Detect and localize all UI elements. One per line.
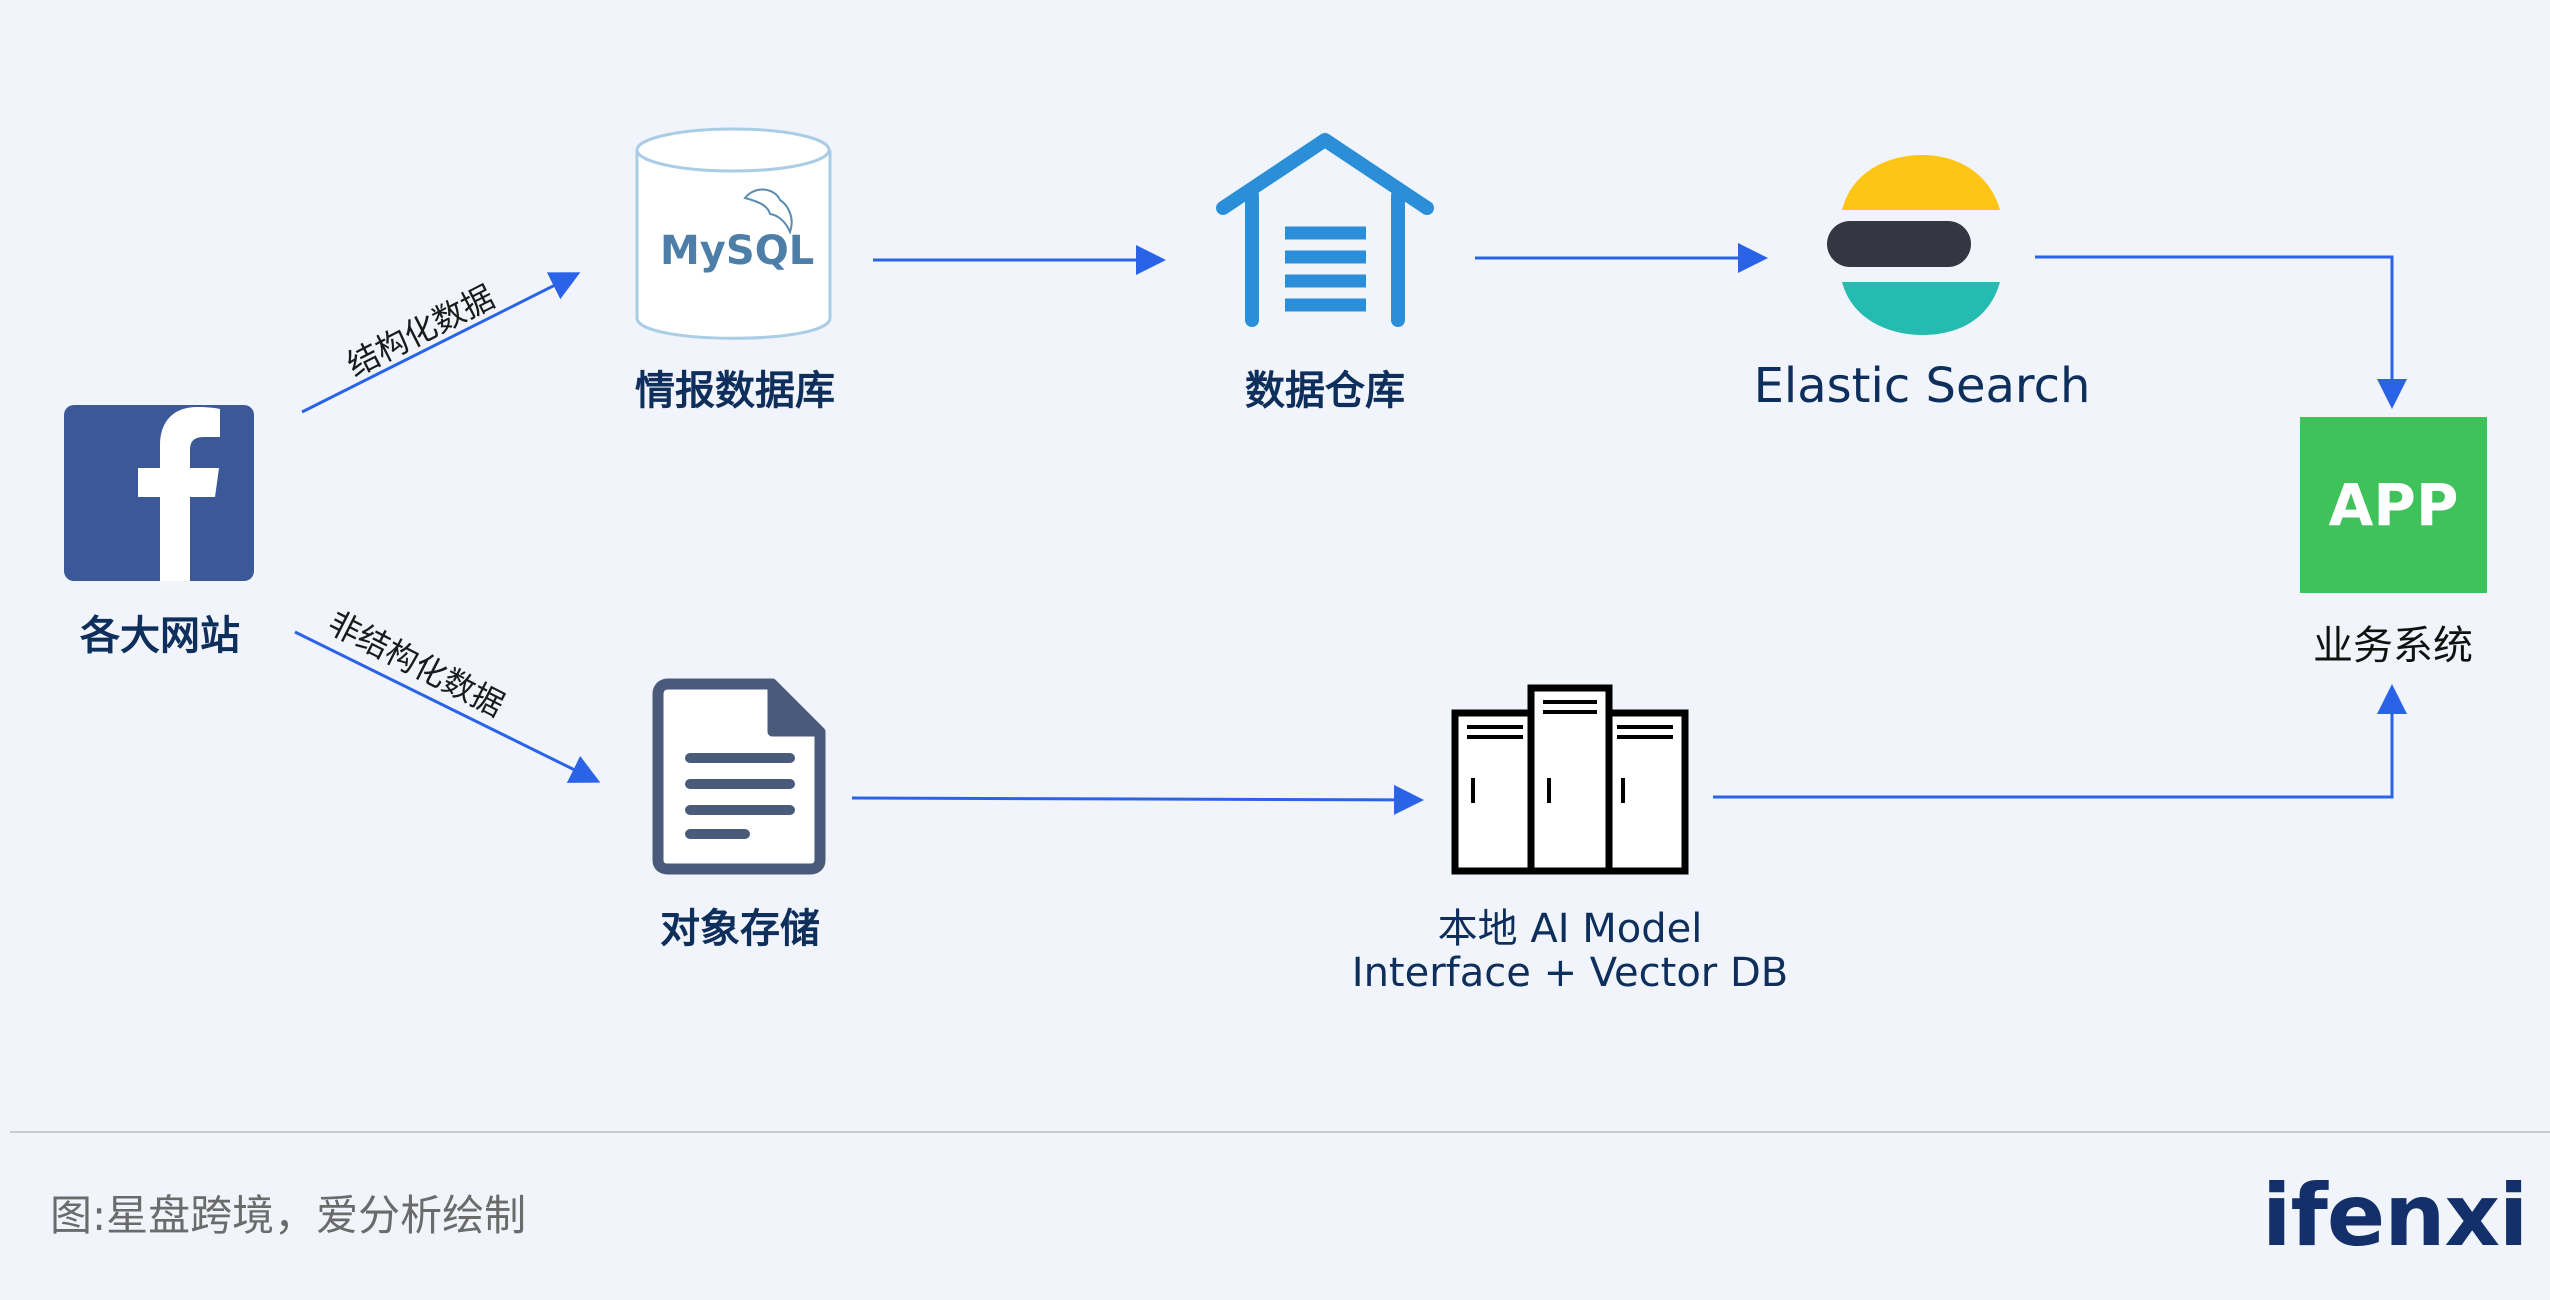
server-rack-icon	[1451, 684, 1689, 875]
arrow-source-to-mysql	[301, 272, 581, 414]
elastic-label: Elastic Search	[1753, 358, 2091, 414]
object-storage-label: 对象存储	[660, 906, 820, 952]
facebook-icon	[64, 405, 254, 581]
document-icon	[652, 678, 826, 875]
mysql-database-icon: MySQL	[635, 127, 832, 340]
arrows	[294, 243, 2407, 815]
footer-caption: 图:星盘跨境，爱分析绘制	[50, 1191, 527, 1240]
arrow-source-to-object-storage	[294, 630, 601, 783]
arrow-elastic-to-app	[2035, 255, 2407, 409]
warehouse-icon	[1216, 133, 1434, 327]
elasticsearch-icon	[1827, 155, 2000, 335]
mysql-logo-text: MySQL	[660, 228, 814, 274]
app-badge: APP	[2300, 417, 2487, 593]
app-label: 业务系统	[2313, 623, 2473, 669]
ai-model-label-line2: Interface + Vector DB	[1351, 950, 1789, 996]
arrow-ai-to-app	[1713, 684, 2407, 799]
warehouse-label: 数据仓库	[1245, 368, 1405, 414]
source-label: 各大网站	[80, 613, 240, 659]
ai-model-label-line1: 本地 AI Model	[1437, 906, 1703, 952]
app-badge-text: APP	[2328, 471, 2459, 539]
brand-logo: ifenxi	[2262, 1166, 2528, 1266]
arrow-storage-to-ai	[851, 784, 1424, 815]
mysql-label: 情报数据库	[635, 368, 835, 414]
